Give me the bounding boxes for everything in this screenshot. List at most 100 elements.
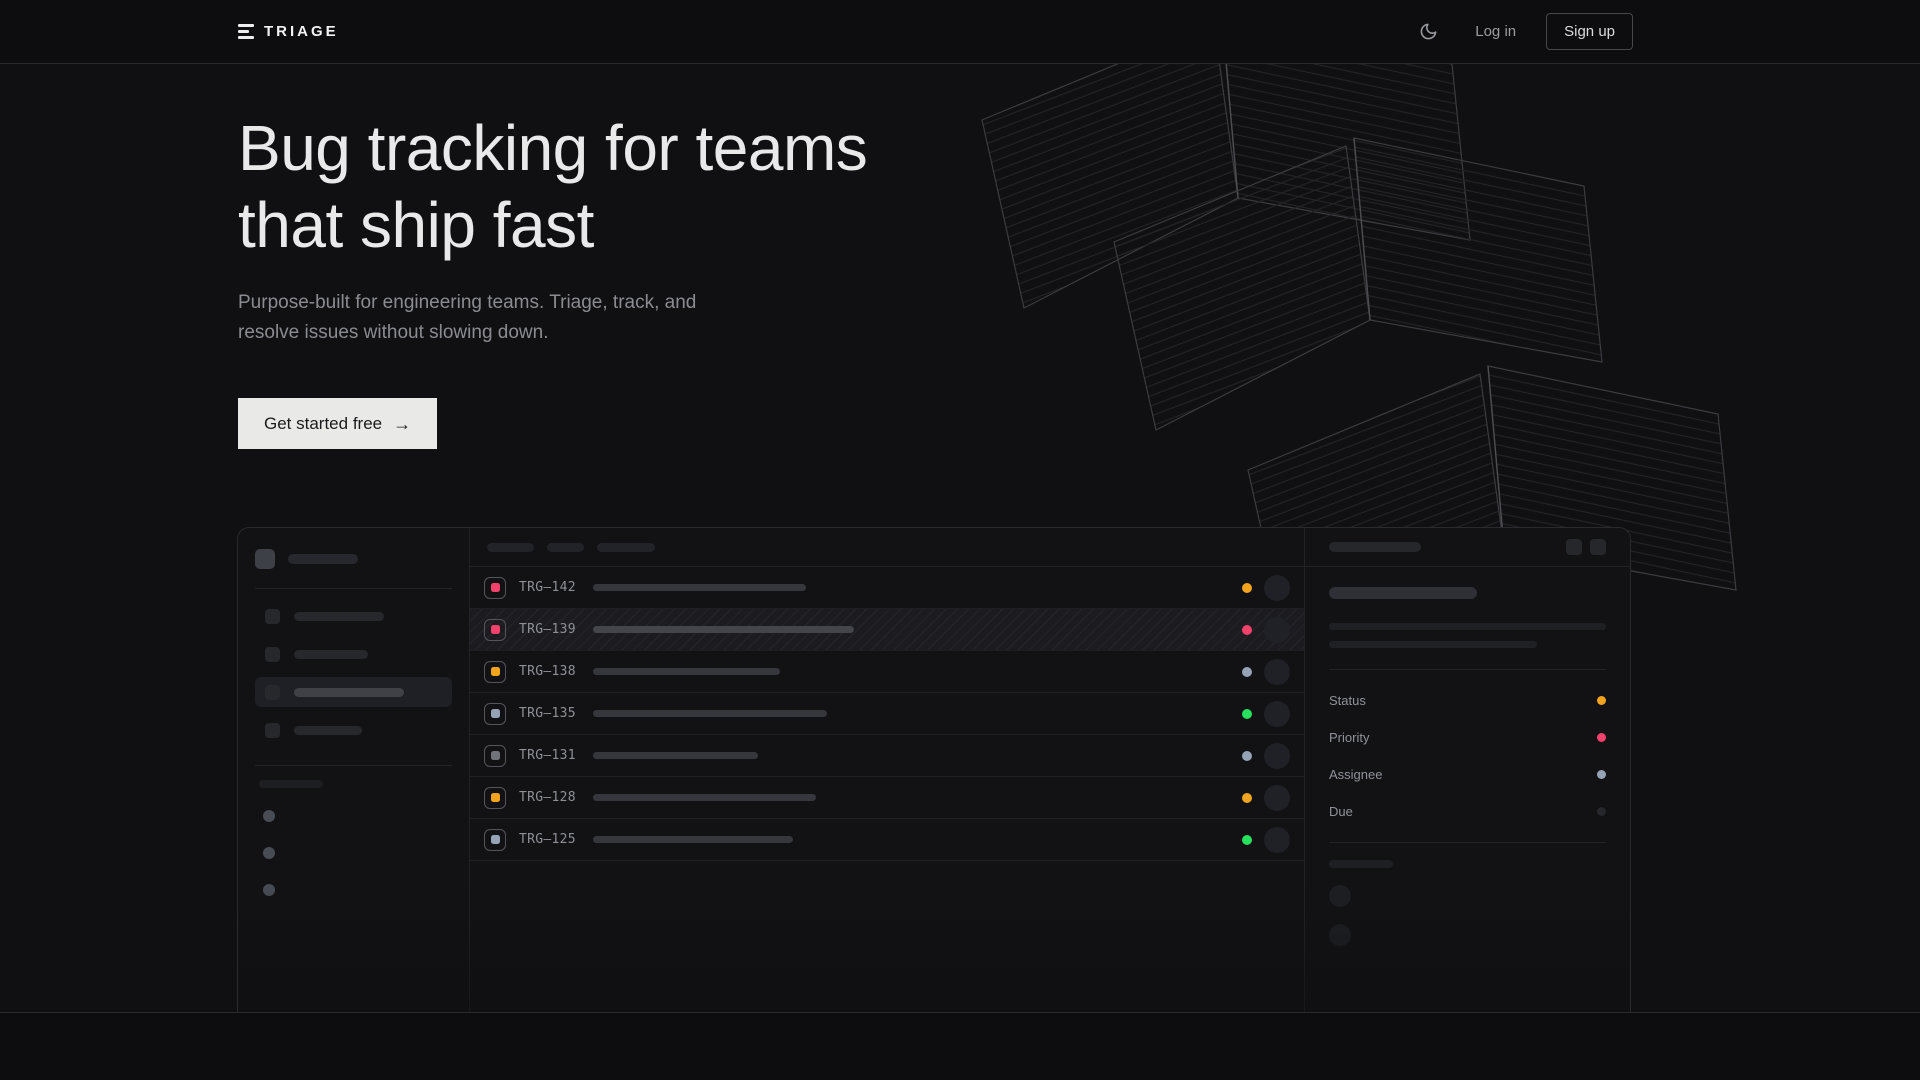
arrow-right-icon: → <box>393 413 412 434</box>
assignee-avatar-placeholder <box>1264 616 1290 643</box>
issue-title-placeholder <box>592 584 806 591</box>
status-dot <box>1242 708 1252 719</box>
status-dot <box>1242 792 1252 803</box>
avatar-dot-placeholder <box>263 810 275 822</box>
issue-type-icon <box>484 576 506 599</box>
hero-subheading: Purpose-built for engineering teams. Tri… <box>238 288 696 348</box>
issue-type-square <box>490 709 500 718</box>
skeleton-bar <box>294 649 368 659</box>
avatar-dot-placeholder <box>263 884 275 896</box>
issue-title-placeholder <box>592 710 827 717</box>
issue-title-placeholder <box>592 626 854 633</box>
issue-row: TRG–125 <box>470 819 1304 861</box>
sidebar-icon-placeholder <box>265 646 280 662</box>
issue-type-square <box>490 835 500 844</box>
property-list: Status Priority Assignee Due <box>1329 682 1606 830</box>
property-row: Assignee <box>1329 756 1606 793</box>
issue-id: TRG–128 <box>519 790 576 805</box>
nav-actions: Log in Sign up <box>1411 13 1633 50</box>
issue-row: TRG–131 <box>470 735 1304 777</box>
skeleton-bar <box>1329 587 1477 599</box>
issue-title-placeholder <box>592 752 758 759</box>
issue-title-placeholder <box>592 836 793 843</box>
login-link[interactable]: Log in <box>1475 23 1517 40</box>
property-value-dot <box>1597 770 1606 779</box>
divider <box>255 588 452 589</box>
brand[interactable]: TRIAGE <box>238 23 339 40</box>
assignee-avatar-placeholder <box>1264 658 1290 685</box>
sidebar-icon-placeholder <box>265 722 280 738</box>
moon-icon <box>1420 23 1437 40</box>
sidebar-icon-placeholder <box>265 608 280 624</box>
status-dot <box>1242 834 1252 845</box>
issue-row: TRG–138 <box>470 651 1304 693</box>
signup-button[interactable]: Sign up <box>1546 13 1633 50</box>
footer <box>0 1013 1920 1079</box>
issue-type-icon <box>484 618 506 641</box>
workspace-avatar-placeholder <box>255 549 275 569</box>
app-mockup-card: TRG–142 TRG–139 TRG–138 TRG–135 <box>237 527 1631 1012</box>
skeleton-bar <box>294 725 362 735</box>
wireframe-plane-1 <box>981 64 1471 309</box>
skeleton-bar <box>1329 860 1393 868</box>
mockup-issue-list-panel: TRG–142 TRG–139 TRG–138 TRG–135 <box>470 528 1305 1012</box>
divider <box>1329 669 1606 670</box>
issue-title-placeholder <box>592 794 816 801</box>
mockup-sidebar <box>238 528 470 1012</box>
skeleton-bar <box>294 611 384 621</box>
issue-type-icon <box>484 786 506 809</box>
issue-list: TRG–142 TRG–139 TRG–138 TRG–135 <box>470 567 1304 861</box>
mockup-sidebar-nav <box>255 589 452 765</box>
divider <box>1329 842 1606 843</box>
skeleton-bar <box>294 687 404 697</box>
property-row: Due <box>1329 793 1606 830</box>
skeleton-bar <box>1329 542 1421 552</box>
get-started-button[interactable]: Get started free → <box>238 398 438 449</box>
theme-toggle[interactable] <box>1411 15 1445 49</box>
issue-type-icon <box>484 660 506 683</box>
divider <box>255 765 452 766</box>
heading-line-1: Bug tracking for teams <box>238 112 868 184</box>
brand-name: TRIAGE <box>264 23 339 40</box>
avatar-dot-placeholder <box>263 847 275 859</box>
skeleton-bar <box>288 554 358 564</box>
issue-row: TRG–142 <box>470 567 1304 609</box>
issue-type-icon <box>484 702 506 725</box>
assignee-avatar-placeholder <box>1264 742 1290 769</box>
status-dot <box>1242 750 1252 761</box>
cta-label: Get started free <box>264 413 383 433</box>
status-dot <box>1242 666 1252 677</box>
hero-section: Bug tracking for teams that ship fast Pu… <box>0 64 1920 1013</box>
avatar-placeholder <box>1329 885 1351 907</box>
filter-pill-placeholder <box>547 542 584 552</box>
issue-id: TRG–138 <box>519 664 576 679</box>
property-row: Priority <box>1329 719 1606 756</box>
issue-type-icon <box>484 744 506 767</box>
issue-title-placeholder <box>592 668 780 675</box>
mockup-detail-panel: Status Priority Assignee Due <box>1305 528 1630 1012</box>
issue-type-square <box>490 583 500 592</box>
property-row: Status <box>1329 682 1606 719</box>
property-label: Priority <box>1329 730 1370 745</box>
property-value-dot <box>1597 733 1606 742</box>
panel-action-placeholder <box>1566 539 1582 555</box>
issue-id: TRG–135 <box>519 706 576 721</box>
top-nav: TRIAGE Log in Sign up <box>0 0 1920 64</box>
issue-id: TRG–139 <box>519 622 576 637</box>
status-dot <box>1242 582 1252 593</box>
status-dot <box>1242 624 1252 635</box>
property-label: Due <box>1329 804 1353 819</box>
issue-list-toolbar <box>470 528 1304 567</box>
property-value-dot <box>1597 807 1606 816</box>
subheading-line-1: Purpose-built for engineering teams. Tri… <box>238 292 697 313</box>
issue-type-square <box>490 625 500 634</box>
filter-pill-placeholder <box>487 542 534 552</box>
panel-action-placeholder <box>1590 539 1606 555</box>
issue-row: TRG–128 <box>470 777 1304 819</box>
wireframe-plane-2 <box>1113 137 1603 431</box>
property-label: Status <box>1329 693 1366 708</box>
issue-row: TRG–135 <box>470 693 1304 735</box>
sidebar-icon-placeholder <box>265 684 280 700</box>
skeleton-bar <box>259 780 323 788</box>
subheading-line-2: resolve issues without slowing down. <box>238 322 549 343</box>
